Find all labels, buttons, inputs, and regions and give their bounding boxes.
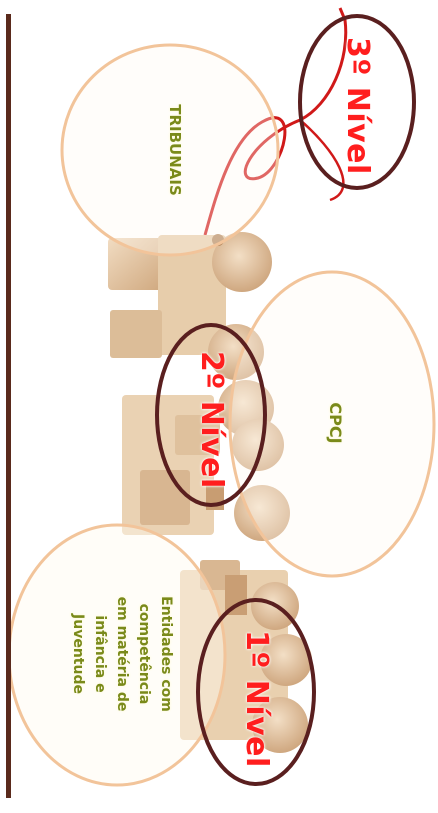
tribunais-label: TRIBUNAIS xyxy=(162,95,188,205)
level-2-label: 2º Nível xyxy=(191,351,231,481)
entidades-label: Entidades com competência em matéria de … xyxy=(63,594,177,714)
level-1-label: 1º Nível xyxy=(236,630,276,760)
left-border-rule xyxy=(6,14,11,798)
cpcj-label: CPCJ xyxy=(322,388,348,458)
level-3-label: 3º Nível xyxy=(337,37,377,167)
